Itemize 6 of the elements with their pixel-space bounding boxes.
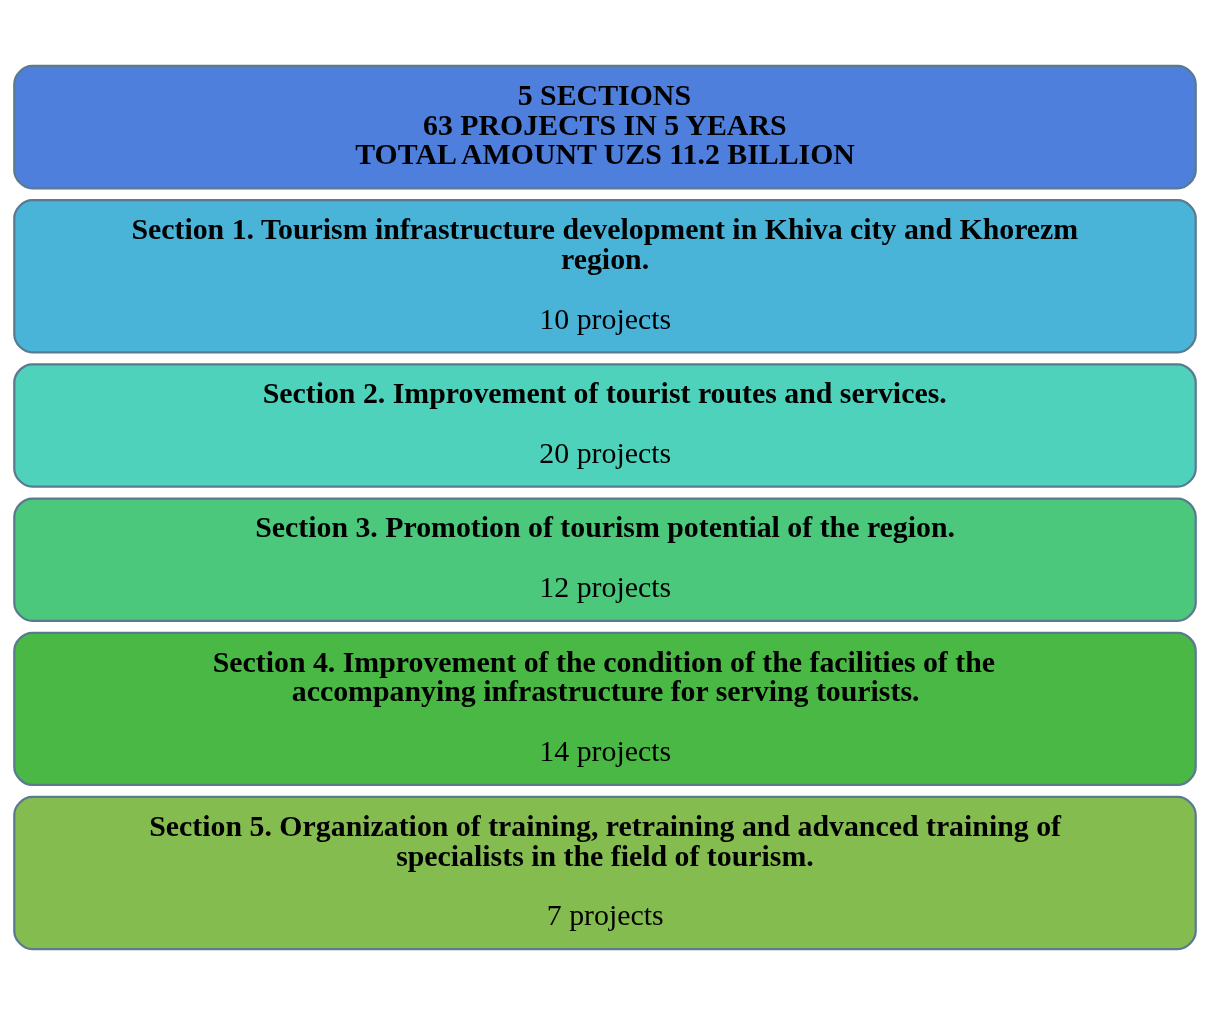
node-box: Section 5. Organization of training, retraining and advanced training of specialists in the field of tourism. 7 projects [13,795,1197,950]
node-box: Section 4. Improvement of the condition of the facilities of the accompanying infrastructure for serving tourists. 14 projects [13,631,1197,786]
node-box: Section 2. Improvement of tourist routes and services. 20 projects [13,362,1197,488]
node-box: Section 1. Tourism infrastructure development in Khiva city and Khorezm region. 10 projects [13,198,1197,353]
node-box: Section 3. Promotion of tourism potential of the region. 12 projects [13,496,1197,622]
node-box: 5 SECTIONS 63 PROJECTS IN 5 YEARS TOTAL AMOUNT UZS 11.2 BILLION [13,64,1197,189]
